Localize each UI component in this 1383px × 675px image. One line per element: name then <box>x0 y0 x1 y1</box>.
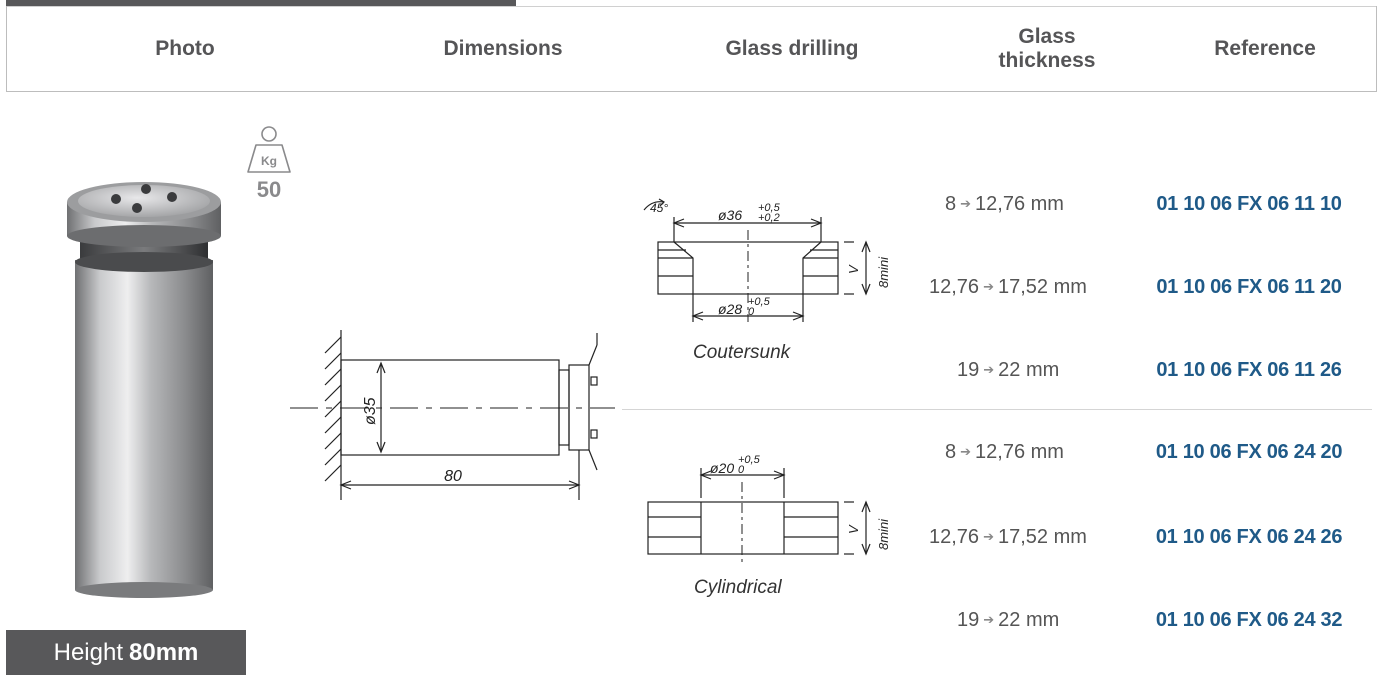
arrow-right-icon: ➔ <box>983 529 994 544</box>
arrow-right-icon: ➔ <box>983 279 994 294</box>
countersunk-thickness-1: 8➔12,76 mm <box>945 193 1064 215</box>
header-photo: Photo <box>155 37 215 60</box>
header-dimensions: Dimensions <box>443 37 563 60</box>
countersunk-top-tol-plus: +0,5 <box>758 202 781 214</box>
countersunk-top-tol-minus: +0,2 <box>758 212 780 224</box>
weight-badge: Kg 50 <box>246 124 292 203</box>
weight-kg-icon: Kg <box>247 126 291 173</box>
glass-drilling-drawing: 45° ø36 +0,5 +0,2 ø28 +0,5 0 V 8mini ø20… <box>643 198 891 562</box>
cylindrical-reference-2: 01 10 06 FX 06 24 26 <box>1155 526 1343 548</box>
countersunk-reference-2: 01 10 06 FX 06 11 20 <box>1156 276 1342 298</box>
height-value: 80mm <box>129 638 199 666</box>
countersunk-min-label: 8mini <box>876 256 891 288</box>
cylindrical-min-label: 8mini <box>876 518 891 550</box>
diameter-label: ø35 <box>362 397 379 425</box>
cylindrical-thickness-3: 19➔22 mm <box>957 609 1060 631</box>
countersunk-thickness-2: 12,76➔17,52 mm <box>929 276 1087 298</box>
countersunk-bottom-diameter: ø28 <box>718 301 742 317</box>
arrow-right-icon: ➔ <box>983 612 995 627</box>
countersunk-top-diameter: ø36 <box>718 207 742 223</box>
cylindrical-reference-1: 01 10 06 FX 06 24 20 <box>1155 441 1343 463</box>
header-accent-bar <box>6 0 516 6</box>
length-label: 80 <box>444 468 462 485</box>
cylindrical-tol-minus: 0 <box>738 464 745 476</box>
product-photo <box>55 180 240 600</box>
arrow-right-icon: ➔ <box>960 196 972 211</box>
countersunk-reference-3: 01 10 06 FX 06 11 26 <box>1156 359 1342 381</box>
height-label: Height 80mm <box>6 630 246 675</box>
section-divider <box>622 409 1372 410</box>
header-glass-drilling: Glass drilling <box>725 37 859 60</box>
countersunk-angle: 45° <box>650 201 668 215</box>
countersunk-v-label: V <box>846 264 861 274</box>
countersunk-bottom-tol-minus: 0 <box>748 306 755 318</box>
cylindrical-caption: Cylindrical <box>694 577 782 598</box>
arrow-right-icon: ➔ <box>960 444 972 459</box>
cylindrical-tol-plus: +0,5 <box>738 454 761 466</box>
cylindrical-thickness-2: 12,76➔17,52 mm <box>929 526 1087 548</box>
arrow-right-icon: ➔ <box>983 362 995 377</box>
cylindrical-diameter: ø20 <box>710 460 734 476</box>
dimensions-drawing: ø35 80 <box>290 330 615 500</box>
countersunk-bottom-tol-plus: +0,5 <box>748 296 771 308</box>
cylindrical-reference-3: 01 10 06 FX 06 24 32 <box>1155 609 1343 631</box>
header-glass-thickness-line2: thickness <box>998 49 1096 72</box>
height-label-text: Height <box>53 638 123 666</box>
weight-value: 50 <box>256 177 282 202</box>
cylindrical-thickness-1: 8➔12,76 mm <box>945 441 1064 463</box>
countersunk-thickness-3: 19➔22 mm <box>957 359 1060 381</box>
header-reference: Reference <box>1214 37 1316 60</box>
weight-unit: Kg <box>261 154 277 168</box>
countersunk-caption: Coutersunk <box>693 342 791 363</box>
header-glass-thickness-line1: Glass <box>1018 25 1076 48</box>
cylindrical-v-label: V <box>846 524 861 534</box>
countersunk-reference-1: 01 10 06 FX 06 11 10 <box>1156 193 1342 215</box>
